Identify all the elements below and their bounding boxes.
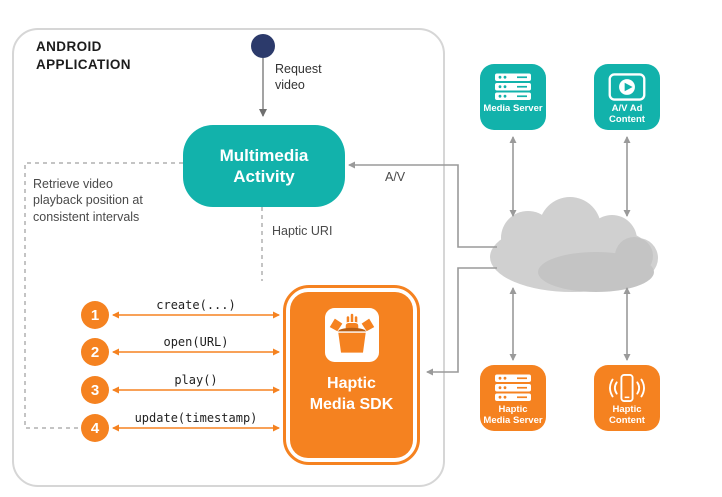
server-icon <box>495 374 531 401</box>
network-cloud <box>490 197 658 292</box>
haptic-media-sdk-node: Haptic Media SDK <box>283 285 420 465</box>
open-call-label: open(URL) <box>163 335 229 349</box>
av-label: A/V <box>385 170 406 184</box>
haptic-phone-icon <box>609 374 645 402</box>
retrieve-dashed-connector <box>24 162 183 429</box>
haptic-content-node: Haptic Content <box>594 365 660 431</box>
haptic-content-label: Haptic Content <box>609 404 645 427</box>
retrieve-position-note: Retrieve video playback position at cons… <box>33 177 143 224</box>
server-icon <box>495 73 531 100</box>
call-step-4-number: 4 <box>90 419 100 437</box>
media-server-node: Media Server <box>480 64 546 130</box>
multimedia-activity-label: Multimedia Activity <box>219 145 309 186</box>
av-ad-content-node: A/V Ad Content <box>594 64 660 130</box>
cloud-sdk-connector-arrow <box>426 267 497 376</box>
call-step-3-number: 3 <box>90 381 100 399</box>
start-node <box>251 34 275 58</box>
create-call-label: create(...) <box>156 298 236 312</box>
sdk-box-hand-icon <box>324 308 379 362</box>
call-step-2-number: 2 <box>90 343 100 361</box>
update-call-label: update(timestamp) <box>134 411 258 425</box>
av-play-icon <box>608 73 646 101</box>
haptic-media-server-label: Haptic Media Server <box>483 404 543 427</box>
request-video-label: Request video <box>275 62 322 92</box>
play-call-label: play() <box>174 373 218 387</box>
haptic-media-sdk-label: Haptic Media SDK <box>309 375 394 413</box>
media-server-label: Media Server <box>483 103 543 114</box>
av-ad-content-label: A/V Ad Content <box>609 103 645 126</box>
call-step-1-number: 1 <box>90 306 100 324</box>
call-step-1: 1 <box>81 301 109 329</box>
call-step-2: 2 <box>81 338 109 366</box>
android-application-title: ANDROID APPLICATION <box>36 39 131 73</box>
av-connector-arrow <box>348 161 497 248</box>
call-step-3: 3 <box>81 376 109 404</box>
haptic-media-server-node: Haptic Media Server <box>480 365 546 431</box>
multimedia-activity-node: Multimedia Activity <box>183 125 345 207</box>
call-step-4: 4 <box>81 414 109 442</box>
haptic-uri-label: Haptic URI <box>272 224 333 238</box>
